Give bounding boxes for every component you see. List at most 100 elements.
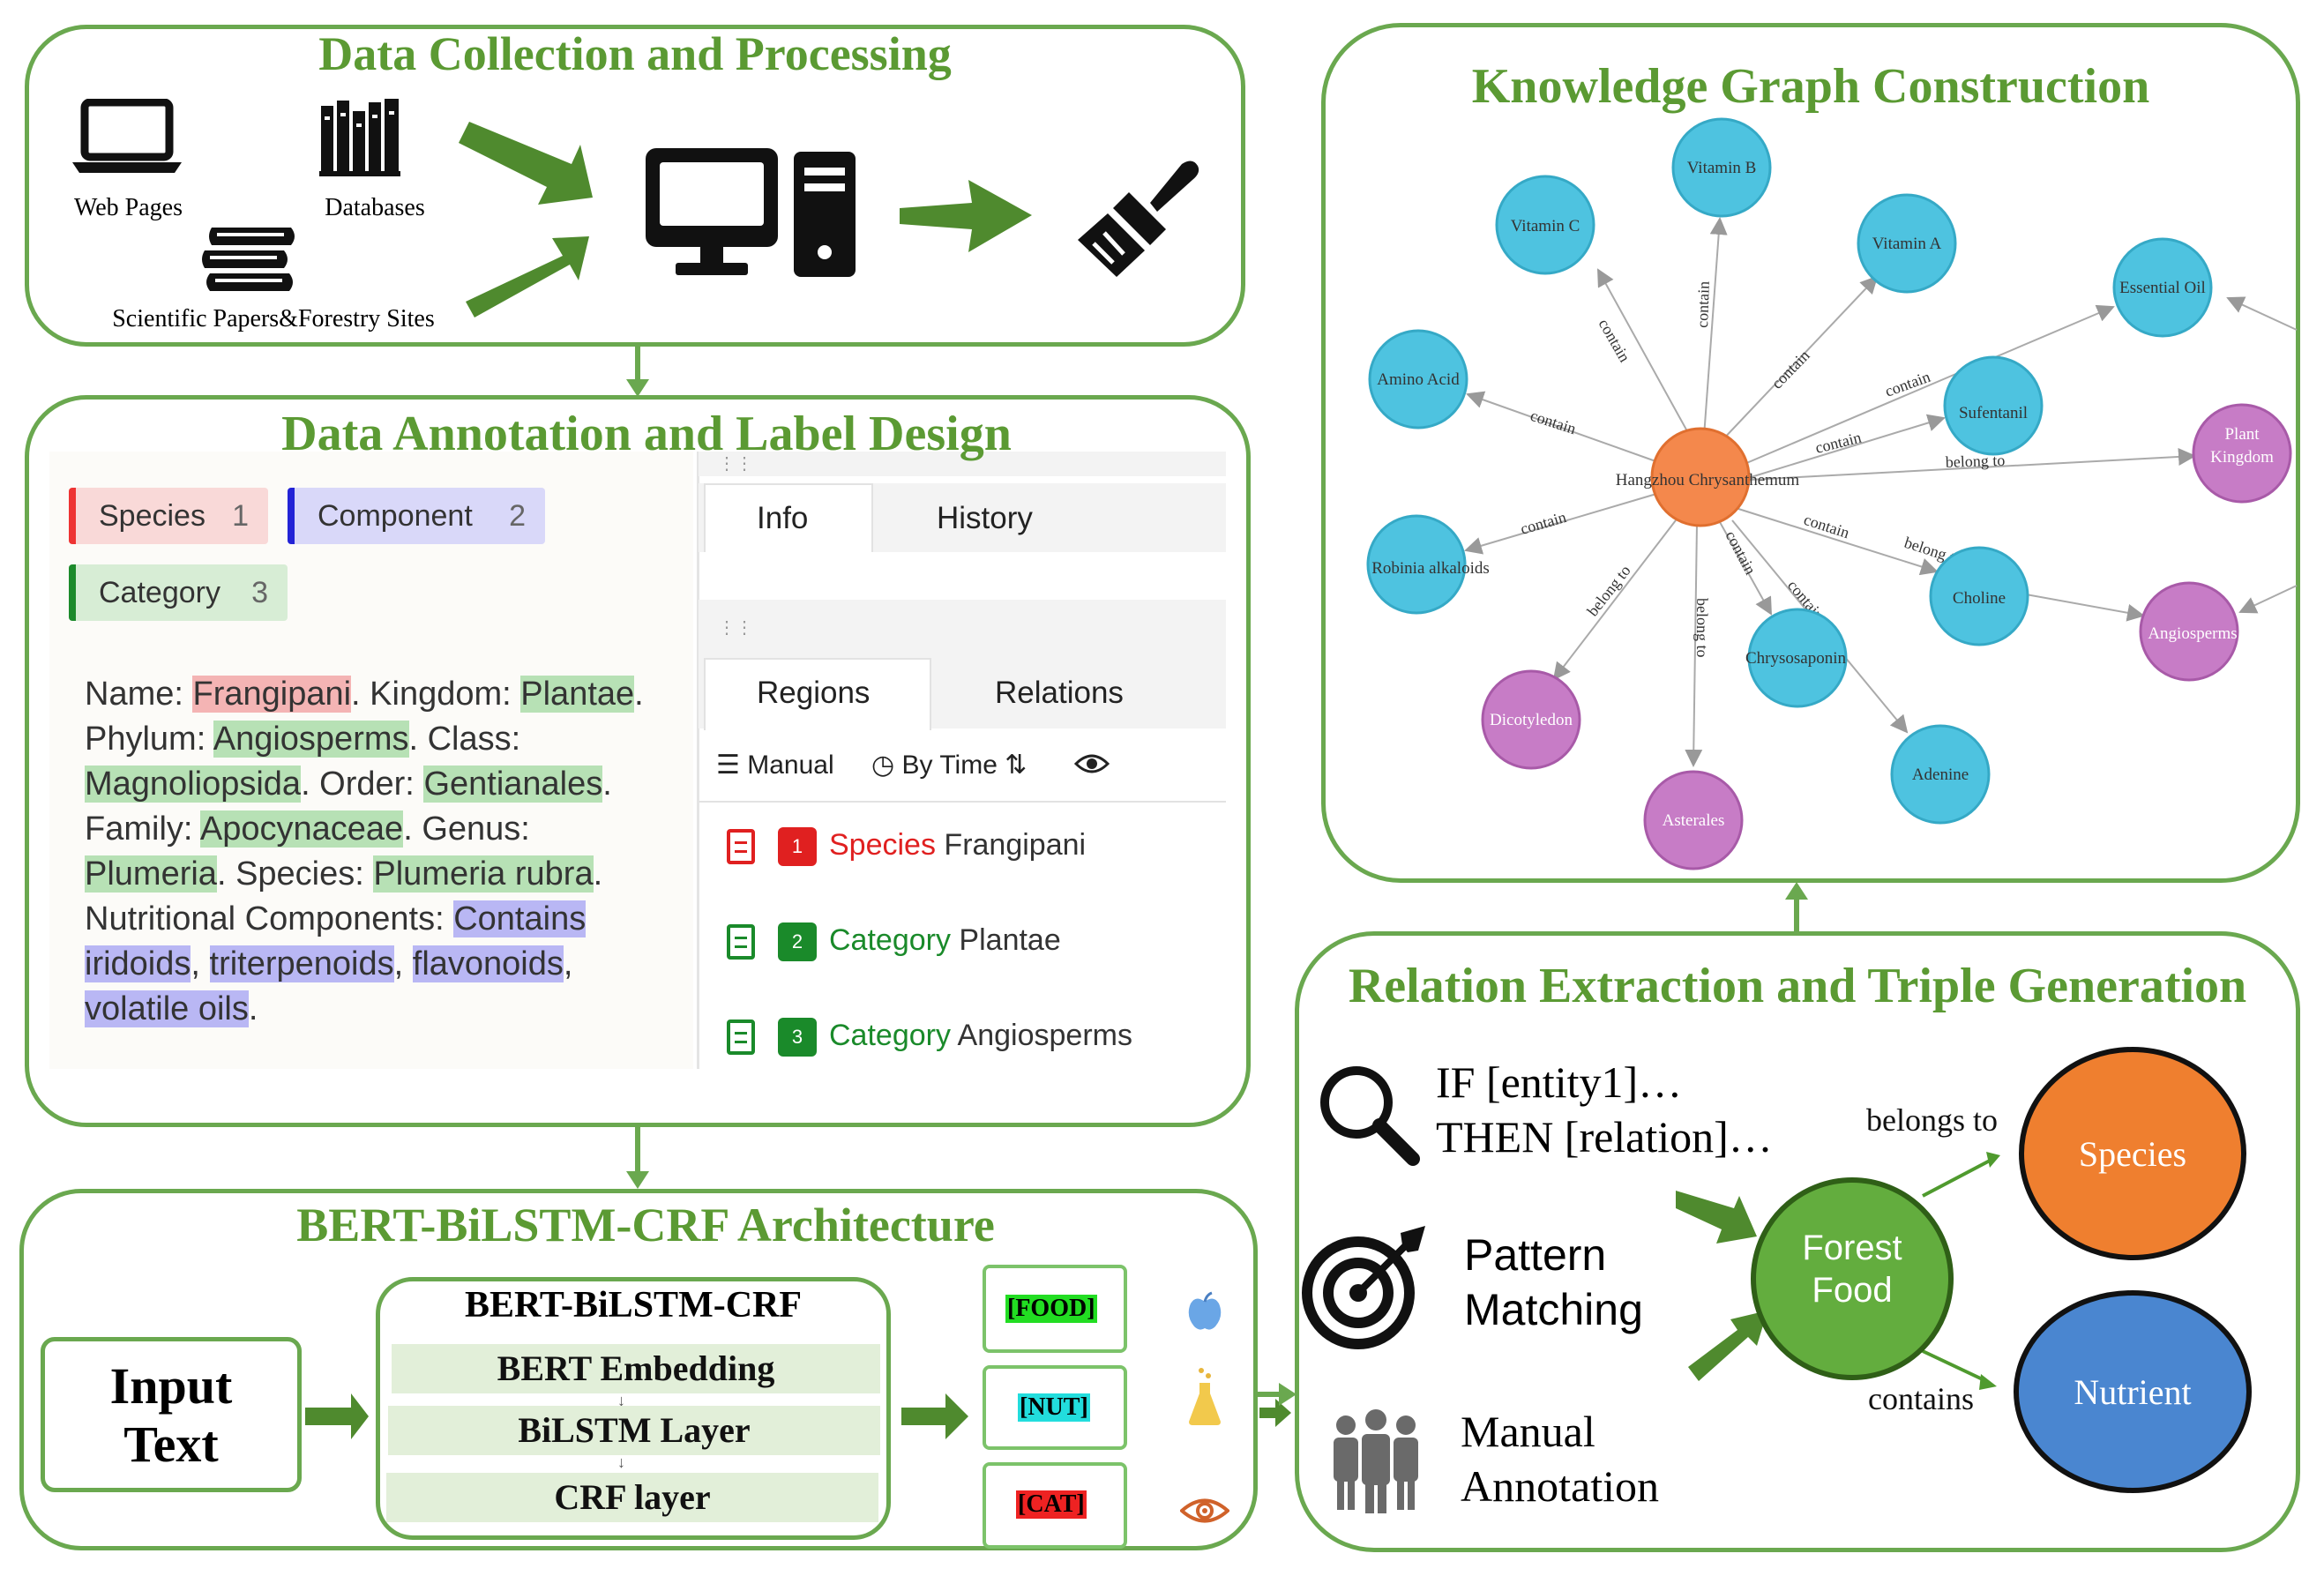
edge-label-belong: belong to [1583,562,1633,620]
nutrient-node-label: Nutrient [2074,1372,2191,1412]
region-number-badge: 2 [778,922,817,961]
entity-green-highlight[interactable]: Plumeria rubra [373,855,594,893]
eye-toggle-icon[interactable] [1074,751,1110,776]
connector-bert-relation [1258,1383,1297,1406]
connector-annotation-bert [626,1127,649,1189]
bert-arrows [305,1393,1291,1439]
output-tag-nut: [NUT] [1018,1393,1090,1422]
sidebar-drag-handle-top[interactable]: ⋮⋮ [699,452,1226,476]
kg-node: Choline [1929,546,2029,646]
plain-text: , [563,945,573,982]
plain-text: Name: [85,676,193,713]
kg-node: Vitamin C [1495,175,1595,275]
kg-node: Essential Oil [2112,237,2213,338]
label-tag-category[interactable]: Category 3 [69,564,288,621]
rel-belongs-label: belongs to [1866,1102,1998,1138]
edge-label-contain: contain [1813,429,1863,457]
label-tag-num: 3 [251,576,268,609]
tab-regions[interactable] [704,658,931,730]
toolbar-by-time-label: By Time [901,751,998,780]
kg-center-node [1650,427,1751,527]
forest-food-line2: Food [1812,1271,1892,1310]
collection-arrows [459,122,1032,317]
menu-lines-icon: ☰ [716,751,740,780]
region-label: Category [829,1018,951,1052]
plain-text: . Family: [85,766,612,848]
document-icon [727,829,755,864]
method-manual-line1: Manual [1461,1407,1595,1456]
method-rule-line1: IF [entity1]… [1436,1057,1683,1107]
connector-relation-kg [1785,882,1808,933]
region-number-badge: 1 [778,827,817,866]
kg-node: Robinia alkaloids [1366,514,1490,615]
region-value: Frangipani [944,827,1087,862]
edge-label-belong: belong to [1693,598,1711,658]
tab-relations[interactable]: Relations [995,676,1124,710]
entity-blue-highlight[interactable]: volatile oils [85,990,249,1027]
clock-icon: ◷ [871,751,895,780]
kg-node: Adenine [1890,724,1991,825]
edge-label-contain: contain [1693,280,1713,328]
kg-center-label: Hangzhou Chrysanthemum [1616,471,1800,489]
entity-blue-highlight[interactable]: triterpenoids [209,945,394,982]
plain-text: . Genus: [403,810,530,848]
svg-text:Dicotyledon: Dicotyledon [1490,711,1573,729]
input-text-line2: Text [123,1415,219,1473]
label-tag-component[interactable]: Component 2 [288,488,545,544]
svg-text:Plant: Plant [2224,425,2260,444]
entity-green-highlight[interactable]: Angiosperms [213,721,409,758]
method-pattern-line1: Pattern [1464,1230,1607,1280]
rel-contains-label: contains [1868,1381,1974,1416]
svg-text:Amino Acid: Amino Acid [1377,370,1460,389]
entity-green-highlight[interactable]: Gentianales [423,766,603,803]
svg-text:Vitamin C: Vitamin C [1511,217,1580,235]
entity-green-highlight[interactable]: Magnoliopsida [85,766,302,803]
stacked-books-icon [202,228,295,291]
tab-info[interactable] [704,483,873,552]
label-tag-name: Component [318,499,473,533]
layer-bilstm: BiLSTM Layer [388,1406,880,1455]
toolbar-manual[interactable]: ☰ Manual [716,750,834,781]
label-tag-species[interactable]: Species 1 [69,488,268,544]
eye-icon [1180,1498,1229,1523]
plain-text: . [248,990,258,1027]
region-label: Species [829,827,936,862]
bert-title: BERT-BiLSTM-CRF Architecture [296,1199,995,1251]
kg-node: Chrysosaponin [1745,608,1848,708]
entity-red-highlight[interactable]: Frangipani [192,676,352,713]
kg-node: Vitamin B [1671,117,1772,218]
input-text-line1: Input [109,1357,233,1415]
toolbar-manual-label: Manual [747,751,834,780]
desktop-computer-icon [646,148,856,277]
region-value: Plantae [959,922,1061,957]
label-tag-name: Species [99,499,205,533]
region-row-1[interactable]: 1 Species Frangipani [727,827,1086,866]
output-tag-cat: [CAT] [1016,1490,1087,1519]
entity-green-highlight[interactable]: Plumeria [85,855,217,893]
method-manual-line2: Annotation [1461,1461,1659,1511]
annotated-text: Name: Frangipani. Kingdom: Plantae. Phyl… [85,672,676,1032]
entity-blue-highlight[interactable]: flavonoids [412,945,564,982]
knowledge-graph: contain contain contain contain contain … [1366,117,2298,870]
edge-label-belong: belong to [1945,452,2005,471]
kg-node: Plant [2192,403,2292,504]
plain-text: , [393,945,413,982]
document-icon [727,1020,755,1055]
tab-history[interactable]: History [937,501,1033,535]
svg-text:Angiosperms: Angiosperms [2148,624,2237,643]
entity-green-highlight[interactable]: Apocynaceae [199,810,404,848]
edge-label-contain: contain [1767,347,1812,392]
entity-green-highlight[interactable]: Plantae [520,676,635,713]
region-row-2[interactable]: 2 Category Plantae [727,922,1061,961]
kg-node-plant-kingdom-line2: Kingdom [2210,448,2274,467]
svg-text:Sufentanil: Sufentanil [1959,404,2028,422]
toolbar-by-time[interactable]: ◷ By Time ⇅ [871,750,1027,781]
region-label: Category [829,922,951,957]
paintbrush-icon [1078,161,1199,277]
svg-text:Asterales: Asterales [1663,811,1725,830]
books-icon [319,99,400,176]
svg-text:Chrysosaponin: Chrysosaponin [1745,649,1847,668]
flask-icon [1189,1368,1221,1425]
magnifier-icon [1320,1066,1420,1166]
